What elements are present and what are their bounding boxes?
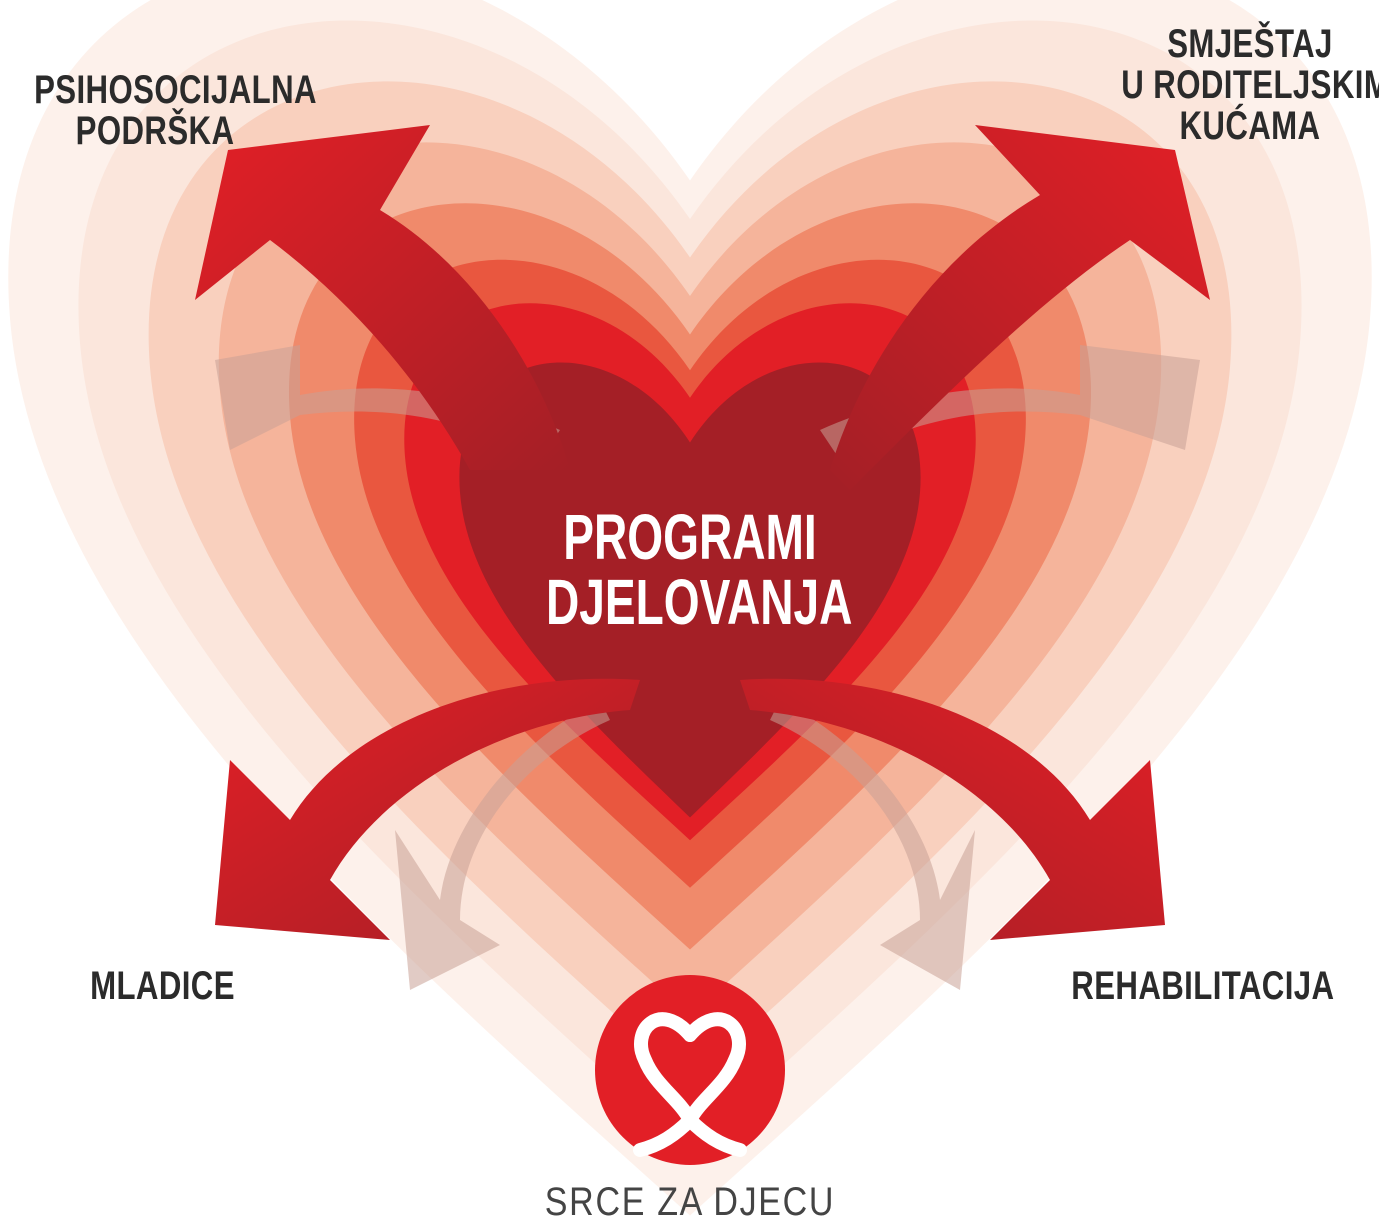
logo-heart-ribbon-icon <box>633 1012 747 1157</box>
brand-name: SRCE ZA DJECU <box>544 1180 836 1224</box>
label-line: MLADICE <box>90 964 235 1008</box>
logo-circle <box>595 975 785 1165</box>
ghost-arrow-bottom-right <box>770 700 975 990</box>
label-line: U RODITELJSKIM <box>1121 62 1379 107</box>
label-line: PODRŠKA <box>75 108 235 153</box>
label-line: SMJEŠTAJ <box>1167 22 1333 66</box>
label-line: REHABILITACIJA <box>1071 964 1335 1008</box>
label-smjestaj: SMJEŠTAJ U RODITELJSKIM KUĆAMA <box>1121 22 1379 148</box>
label-rehabilitacija: REHABILITACIJA <box>1071 964 1335 1008</box>
main-arrows <box>195 125 1210 940</box>
label-line: PSIHOSOCIJALNA <box>34 68 317 112</box>
label-mladice: MLADICE <box>79 966 247 1007</box>
center-title-line: PROGRAMI <box>563 501 817 573</box>
ghost-arrows <box>215 345 1200 990</box>
arrow-psihosocijalna <box>195 125 570 470</box>
arrow-rehabilitacija <box>740 678 1165 940</box>
ghost-arrow-left <box>215 345 560 460</box>
label-psihosocijalna-podrska: PSIHOSOCIJALNA PODRŠKA <box>34 68 317 153</box>
center-title: PROGRAMI DJELOVANJA <box>546 501 853 639</box>
srce-za-djecu-logo <box>595 975 785 1165</box>
label-line: KUĆAMA <box>1179 103 1321 148</box>
center-title-line: DJELOVANJA <box>546 566 853 639</box>
arrow-mladice <box>215 678 640 940</box>
arrow-smjestaj <box>830 125 1210 490</box>
ghost-arrow-right <box>820 345 1200 460</box>
ghost-arrow-bottom-left <box>395 700 610 990</box>
